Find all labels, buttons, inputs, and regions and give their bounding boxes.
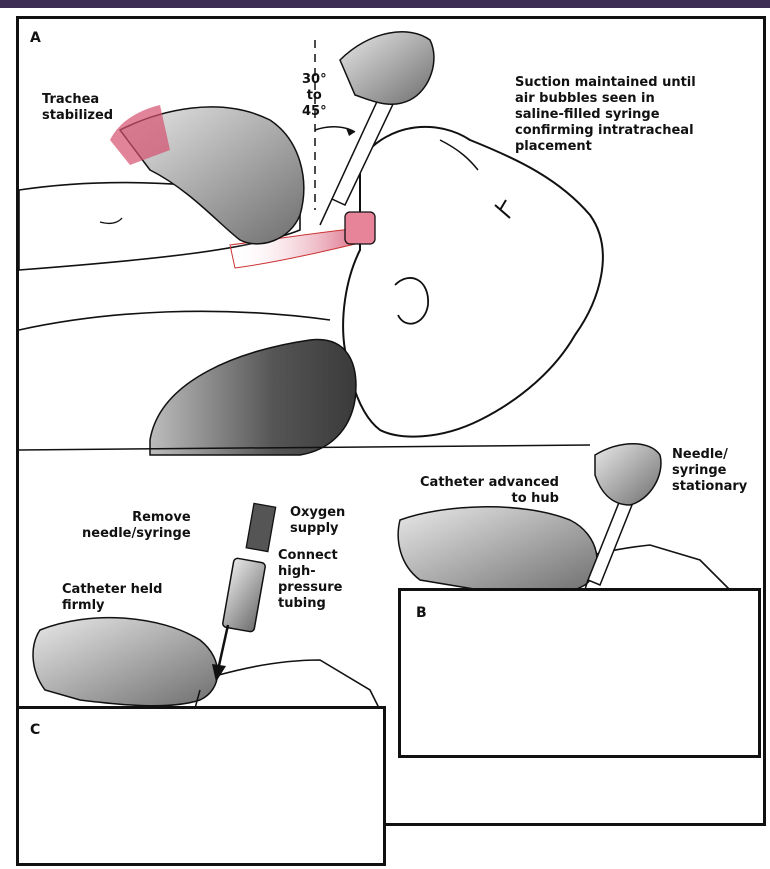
patient-head [343,127,603,437]
shoulder-roll [150,340,356,455]
panel-a-letter: A [30,30,41,46]
glove-syringe-b [595,444,661,505]
panel-c-letter: C [30,722,40,738]
angle-label: 30° to 45° [302,72,327,120]
remove-needle-label: Remove needle/syringe [82,510,191,542]
panel-c [16,706,386,866]
glove-b [398,507,597,595]
connect-tubing-label: Connect high- pressure tubing [278,548,343,612]
glove-right-a [340,32,434,104]
panel-b [398,588,761,758]
glove-c [33,618,218,706]
trachea-stabilized-label: Trachea stabilized [42,92,113,124]
catheter-advanced-label: Catheter advanced to hub [420,475,559,507]
tubing-connector-c [222,503,275,632]
needle-stationary-label: Needle/ syringe stationary [672,447,747,495]
oxygen-supply-label: Oxygen supply [290,505,345,537]
catheter-held-label: Catheter held firmly [62,582,162,614]
suction-label: Suction maintained until air bubbles see… [515,75,696,155]
panel-b-letter: B [416,605,427,621]
